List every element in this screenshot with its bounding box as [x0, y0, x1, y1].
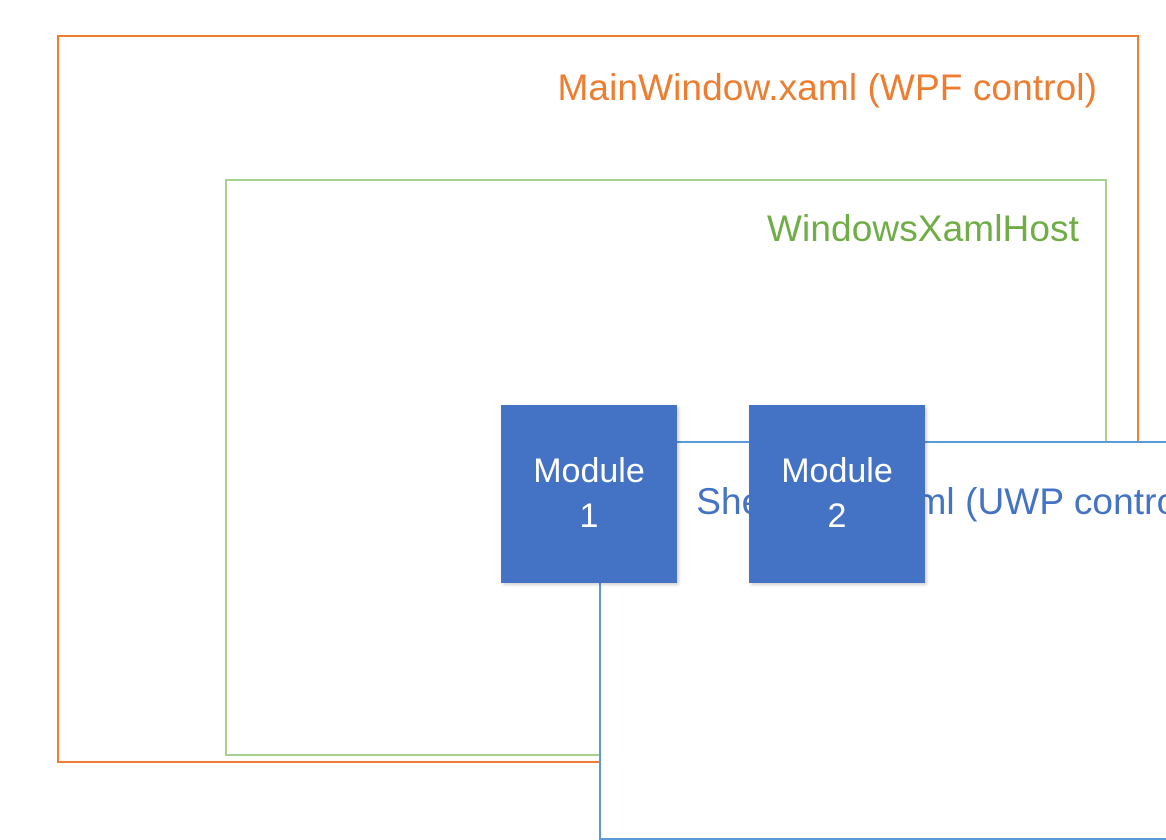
module-1-name: Module: [533, 452, 645, 491]
wpf-container-box: MainWindow.xaml (WPF control) WindowsXam…: [57, 35, 1166, 840]
wpf-container-label: MainWindow.xaml (WPF control): [557, 67, 1097, 108]
windows-xaml-host-label: WindowsXamlHost: [767, 208, 1079, 249]
module-block-1: Module 1: [501, 405, 677, 583]
module-2-number: 2: [827, 497, 847, 535]
module-2-name: Module: [781, 452, 893, 491]
module-block-2: Module 2: [749, 405, 925, 583]
windows-xaml-host-container-box: WindowsXamlHost ShellPage.xaml (UWP cont…: [225, 179, 1166, 840]
module-1-number: 1: [579, 497, 599, 535]
